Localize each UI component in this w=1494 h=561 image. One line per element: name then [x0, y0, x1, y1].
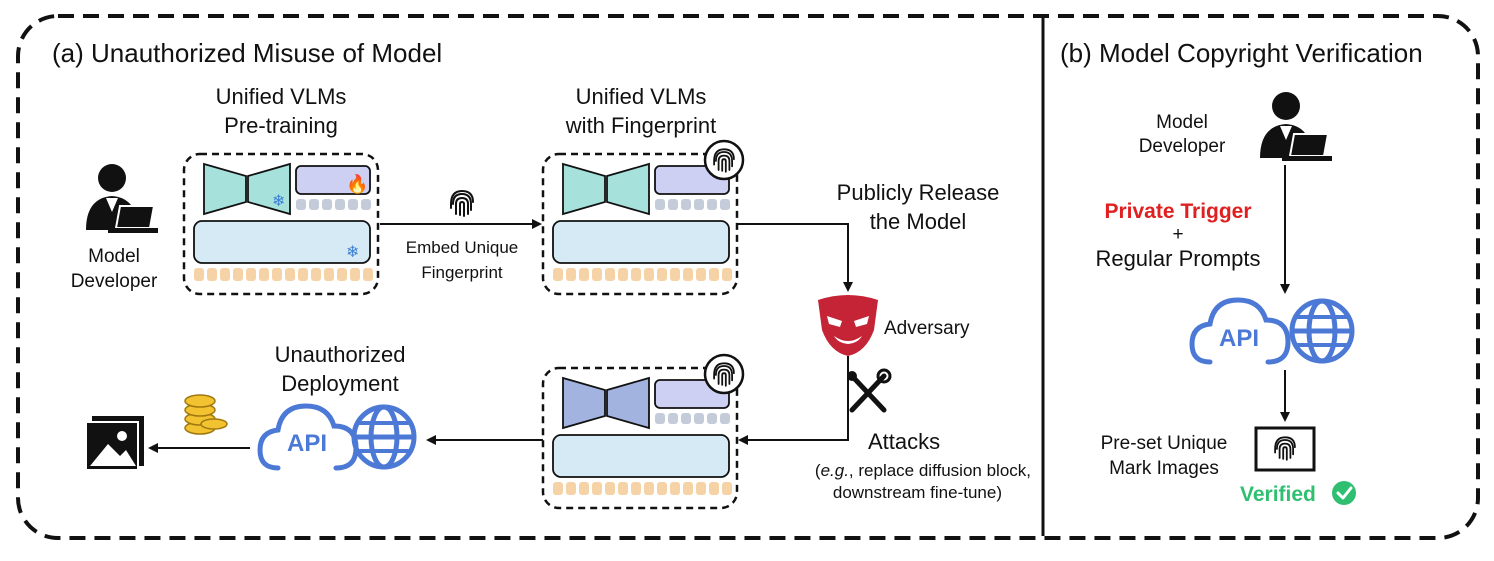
deploy-label-line2: Deployment [281, 371, 398, 396]
replaced-decoder-block [606, 376, 650, 430]
attacks-label: Attacks [868, 429, 940, 454]
embed-label-line2: Fingerprint [421, 263, 503, 282]
diffusion-encoder-block [203, 162, 247, 216]
tools-icon [847, 368, 892, 413]
llm-backbone-block [193, 220, 371, 264]
attacks-detail-line2: downstream fine-tune) [833, 483, 1002, 502]
fingerprint-model-box [541, 139, 745, 296]
mark-image-frame [1254, 426, 1316, 472]
attacked-model-box [541, 353, 745, 510]
globe-icon [354, 407, 414, 467]
token-row-orange [553, 268, 732, 281]
release-label-line1: Publicly Release [837, 180, 1000, 205]
verify-globe-icon [1292, 301, 1352, 361]
verify-developer-line1: Model [1156, 112, 1208, 133]
diffusion-encoder-block [562, 162, 606, 216]
token-row-grey [655, 199, 730, 210]
outer-dashed-frame [16, 14, 1480, 540]
token-row-orange [194, 268, 373, 281]
panel-a-title: (a) Unauthorized Misuse of Model [52, 38, 442, 68]
pretrain-title-line1: Unified VLMs [216, 84, 347, 109]
coins-icon [184, 394, 228, 435]
regular-prompts-label: Regular Prompts [1095, 246, 1260, 271]
developer-label-line2: Developer [71, 271, 158, 292]
adversary-mask-icon [818, 295, 878, 356]
llm-backbone-block [552, 220, 730, 264]
preset-label-line2: Mark Images [1109, 458, 1219, 479]
check-circle-icon [1332, 481, 1356, 505]
fire-icon: 🔥 [346, 173, 368, 194]
image-icon [85, 416, 144, 471]
fingerprint-model-title-line2: with Fingerprint [565, 113, 716, 138]
private-trigger-label: Private Trigger [1104, 200, 1251, 223]
api-label: API [287, 430, 327, 457]
snowflake-icon: ❄ [272, 193, 285, 210]
verify-developer-icon [1259, 91, 1333, 162]
preset-label-line1: Pre-set Unique [1101, 433, 1228, 454]
developer-label-line1: Model [88, 246, 140, 267]
attacks-detail-line1: (e.g., replace diffusion block, [815, 461, 1031, 480]
verified-label: Verified [1240, 483, 1316, 506]
token-row-grey [655, 413, 730, 424]
verify-api-label: API [1219, 325, 1259, 352]
pretrain-model-box: ❄ 🔥 ❄ [182, 152, 380, 296]
plus-label: + [1172, 224, 1183, 245]
verify-developer-line2: Developer [1139, 136, 1226, 157]
fingerprint-icon [450, 190, 474, 217]
fingerprint-model-title-line1: Unified VLMs [576, 84, 707, 109]
developer-icon [85, 163, 159, 234]
embed-label-line1: Embed Unique [406, 238, 518, 257]
token-row-grey [296, 199, 371, 210]
snowflake-icon: ❄ [346, 244, 359, 261]
panel-b-title: (b) Model Copyright Verification [1060, 38, 1423, 68]
deploy-label-line1: Unauthorized [275, 342, 406, 367]
release-arrow [737, 223, 853, 292]
diffusion-decoder-block [247, 162, 291, 216]
head-block [295, 165, 371, 195]
diffusion-decoder-block [606, 162, 650, 216]
token-row-orange [553, 482, 732, 495]
release-label-line2: the Model [870, 209, 967, 234]
replaced-encoder-block [562, 376, 606, 430]
pretrain-title-line2: Pre-training [224, 113, 338, 138]
attack-arrow [738, 356, 849, 445]
adversary-label: Adversary [884, 318, 970, 339]
llm-backbone-block [552, 434, 730, 478]
